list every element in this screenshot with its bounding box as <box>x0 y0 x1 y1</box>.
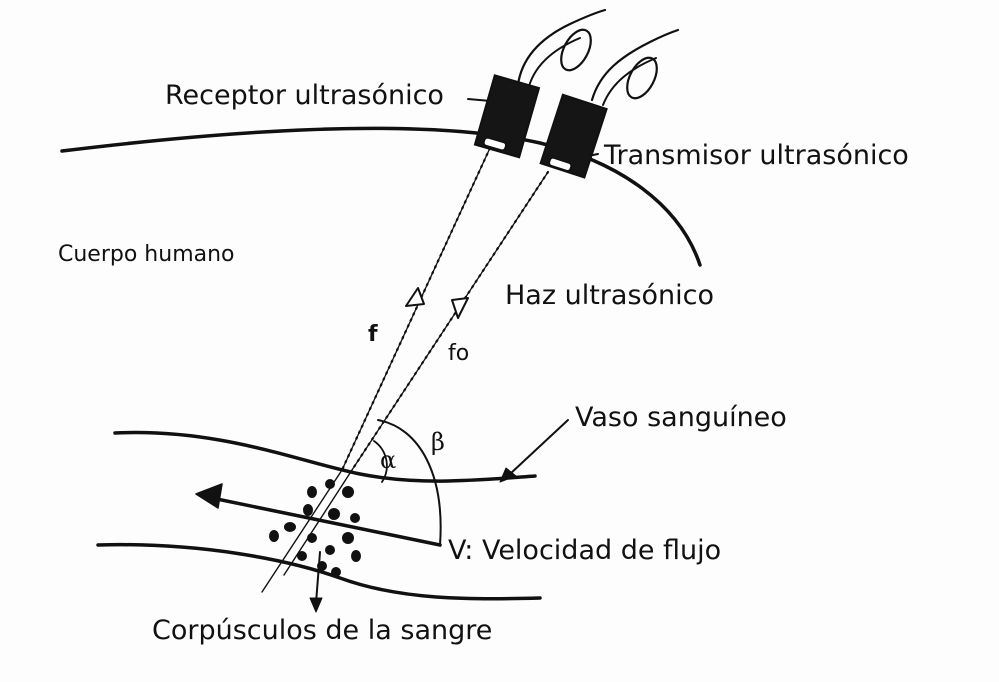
receptor-transducer <box>473 74 541 159</box>
vessel-lower-wall <box>96 542 542 601</box>
label-fo: fo <box>448 341 470 366</box>
label-alpha: α <box>380 446 397 474</box>
transmitted-beam-line-core <box>351 171 549 471</box>
transmisor-transducer <box>539 93 608 179</box>
vessel-pointer-line <box>509 419 569 475</box>
label-haz: Haz ultrasónico <box>505 280 715 311</box>
transmisor-cable-2 <box>602 57 657 106</box>
angle-alpha-arc <box>373 440 388 483</box>
label-vaso: Vaso sanguíneo <box>575 402 787 433</box>
beam-extension-right <box>283 469 353 576</box>
vessel-pointer-arrowhead <box>499 467 517 483</box>
corpuscle-down-line <box>315 551 321 604</box>
flow-arrowhead <box>195 483 223 509</box>
receptor-cable <box>516 8 607 87</box>
label-corpusculos: Corpúsculos de la sangre <box>152 615 493 646</box>
received-beam-line-core <box>341 147 491 471</box>
label-cuerpo-humano: Cuerpo humano <box>58 242 235 267</box>
vessel-upper-wall <box>113 430 537 483</box>
beam-arrow-down <box>451 297 469 319</box>
beam-arrow-up <box>405 287 425 307</box>
transmisor-cable <box>590 28 680 102</box>
label-receptor: Receptor ultrasónico <box>165 80 444 111</box>
beam-extension-left <box>261 469 343 593</box>
receptor-cable-coil <box>560 28 592 72</box>
label-velocidad: V: Velocidad de flujo <box>448 535 722 566</box>
receptor-cable-2 <box>527 37 581 91</box>
transmisor-cable-coil <box>626 56 658 100</box>
blood-corpuscles <box>269 479 361 577</box>
label-transmisor: Transmisor ultrasónico <box>604 140 909 171</box>
label-beta: β <box>431 428 445 456</box>
flow-velocity-line <box>210 496 442 547</box>
corpuscle-down-arrowhead <box>309 597 323 613</box>
angle-beta-arc <box>377 419 442 546</box>
label-f: f <box>368 322 378 347</box>
